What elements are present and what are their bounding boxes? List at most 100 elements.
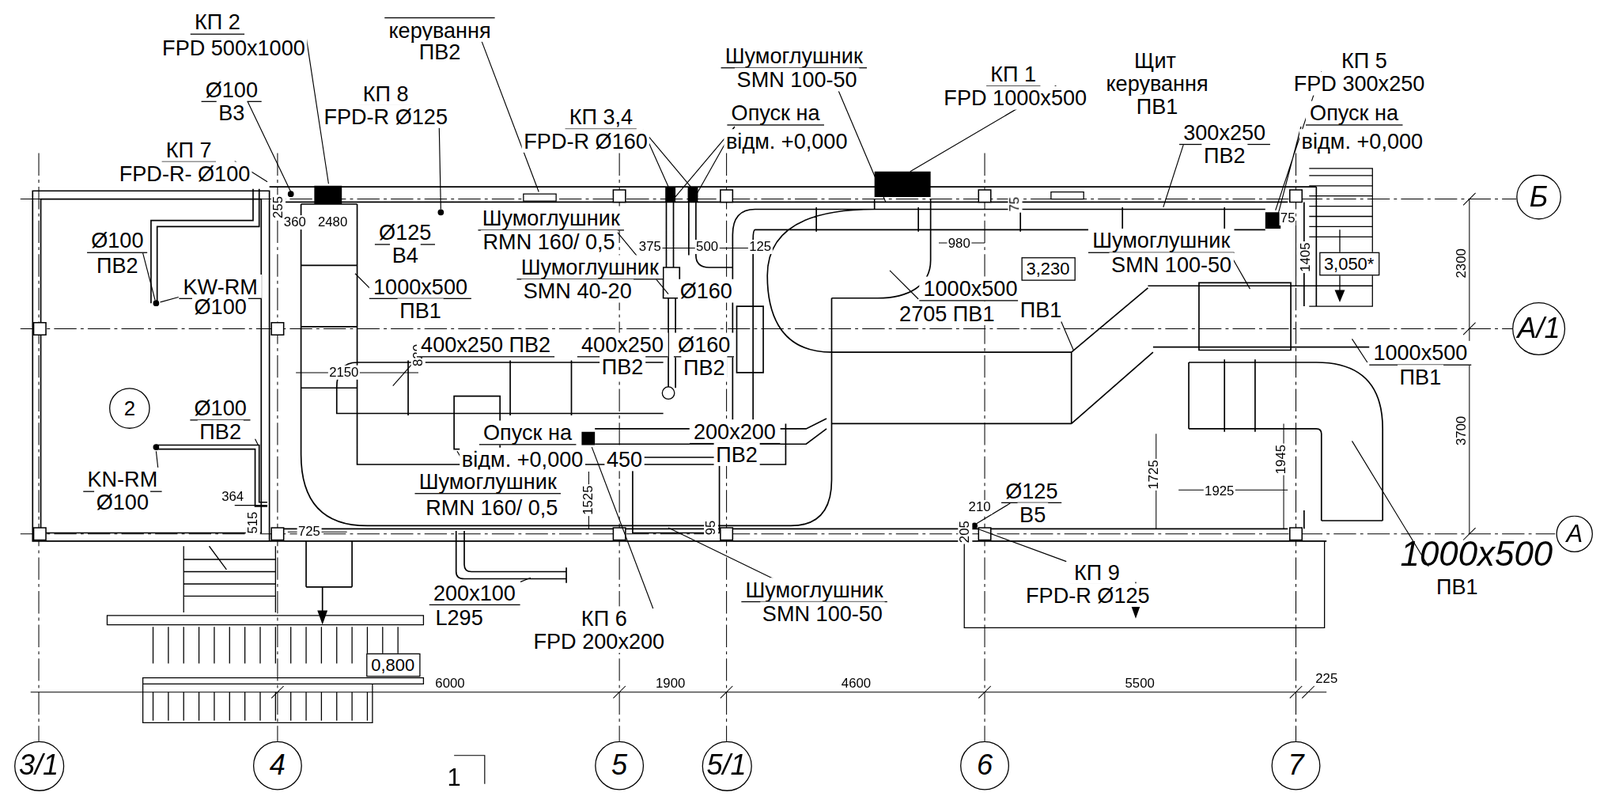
drawing-label: КП 7 [162,137,216,163]
drawing-label: 4600 [840,676,873,691]
drawing-label: відм. +0,000 [723,128,850,153]
drawing-label: Ø160 [677,279,734,303]
drawing-label: 3700 [1453,415,1468,447]
drawing-label: 5500 [1123,676,1156,691]
drawing-label: SMN 40-20 [521,279,634,303]
drawing-label: 1 [445,764,463,791]
axis-bubble: 4 [253,741,303,791]
drawing-label: Опуск на [726,101,824,126]
drawing-label: 1405 [1298,241,1313,273]
drawing-label: ПВ2 [599,354,646,379]
drawing-label: 75 [1008,195,1023,212]
drawing-label: KN-RM [83,467,162,492]
drawing-label: керування [384,17,496,42]
drawing-label: 1000x500 [369,274,472,299]
axis-bubble: 3/1 [13,740,64,791]
node-text: 5/1 [706,751,746,780]
drawing-label: 95 [703,518,719,536]
drawing-label: керування [1104,71,1211,96]
drawing-label: КП 6 [577,605,632,631]
drawing-label: Ø100 [86,228,148,254]
axis-bubble: Б [1516,174,1562,220]
drawing-label: КП 2 [190,10,245,35]
drawing-label: 515 [245,510,261,535]
drawing-label: ПВ2 [94,253,140,278]
drawing-label: FPD 200x200 [531,628,667,653]
axis-bubble: 5/1 [701,740,752,791]
drawing-label: SMN 100-50 [1108,252,1234,277]
drawing-label: FPD-R Ø125 [1023,582,1152,607]
drawing-label: SMN 100-50 [760,601,885,626]
drawing-label: RMN 160/ 0,5 [423,495,560,519]
axis-bubble: А [1556,515,1593,553]
drawing-label: ПВ1 [1017,297,1064,322]
drawing-label: 125 [748,239,773,254]
drawing-label: 450 [604,447,644,472]
level-mark: 3,230 [1021,256,1075,280]
drawing-label: Ø100 [201,77,263,103]
drawing-label: FPD-R- Ø100 [117,161,253,186]
level-mark: 3,050* [1319,251,1380,276]
drawing-label: 1525 [581,484,596,516]
drawing-label: 6000 [434,676,466,691]
drawing-label: 400x250 ПВ2 [416,332,555,358]
drawing-label: ПВ2 [197,419,244,444]
drawing-label: RMN 160/ 0,5 [480,230,617,254]
drawing-label: Ø125 [374,220,436,246]
fan-symbol [661,386,674,399]
drawing-label: 725 [297,524,322,539]
drawing-label: 2705 ПВ1 [896,301,997,326]
drawing-label: 1000x500 [919,276,1022,302]
drawing-label: ПВ2 [680,355,727,380]
node-text: 0,800 [370,655,415,674]
outlet-dot [153,190,978,529]
axis-bubble: 7 [1271,741,1321,791]
drawing-label: Опуск на [479,419,576,445]
node-text: 2 [124,397,136,419]
drawing-label: ПВ1 [1134,94,1181,118]
drawing-label: 1000x500 [1369,340,1472,366]
drawing-label: 225 [1314,671,1340,686]
drawing-label: Опуск на [1305,101,1403,126]
drawing-label: FPD 500x1000 [159,36,307,61]
drawing-label: 2300 [1453,247,1468,280]
drawing-label: Шумоглушник [517,254,663,280]
drawing-label: 400x250 [577,332,668,358]
drawing-label: 360 [283,215,308,230]
drawing-label: 500 [695,239,720,254]
air-duct [151,189,1383,613]
drawing-label: 1725 [1146,458,1162,491]
node-text: 6 [976,751,993,780]
leader-line [143,35,1430,784]
drawing-label: КП 9 [1070,559,1124,585]
drawing-label: Шумоглушник [477,206,624,231]
drawing-label: КП 1 [986,62,1041,87]
drawing-label: FPD 1000x500 [941,86,1090,110]
drawing-label: Щит [1130,49,1181,74]
drawing-label: FPD-R Ø125 [321,104,451,129]
drawing-label: Шумоглушник [414,469,560,494]
drawing-label: L295 [433,605,485,630]
drawing-label: 1000x500 [1398,534,1555,573]
axis-bubble: 6 [960,741,1010,791]
drawing-label: 375 [638,239,663,254]
drawing-label: Ø125 [1001,478,1063,504]
drawing-label: Шумоглушник [1088,228,1234,254]
node-text: А [1565,521,1583,546]
drawing-label: 1945 [1274,443,1289,476]
node-text: 7 [1287,751,1304,780]
control-panel [523,192,1084,202]
level-mark: 0,800 [366,652,420,677]
drawing-label: FPD-R Ø160 [521,128,651,153]
axis-bubble: А/1 [1512,302,1566,356]
drawing-label: Ø160 [673,332,735,358]
damper [313,171,1281,446]
drawing-label: В5 [1017,502,1048,526]
drawing-label: Шумоглушник [741,577,887,602]
drawing-label: КП 8 [359,81,413,106]
drawing-label: Ø100 [94,490,151,515]
wall [32,186,1327,541]
drawing-label: В3 [216,100,247,125]
drawing-label: 200x100 [429,580,520,606]
